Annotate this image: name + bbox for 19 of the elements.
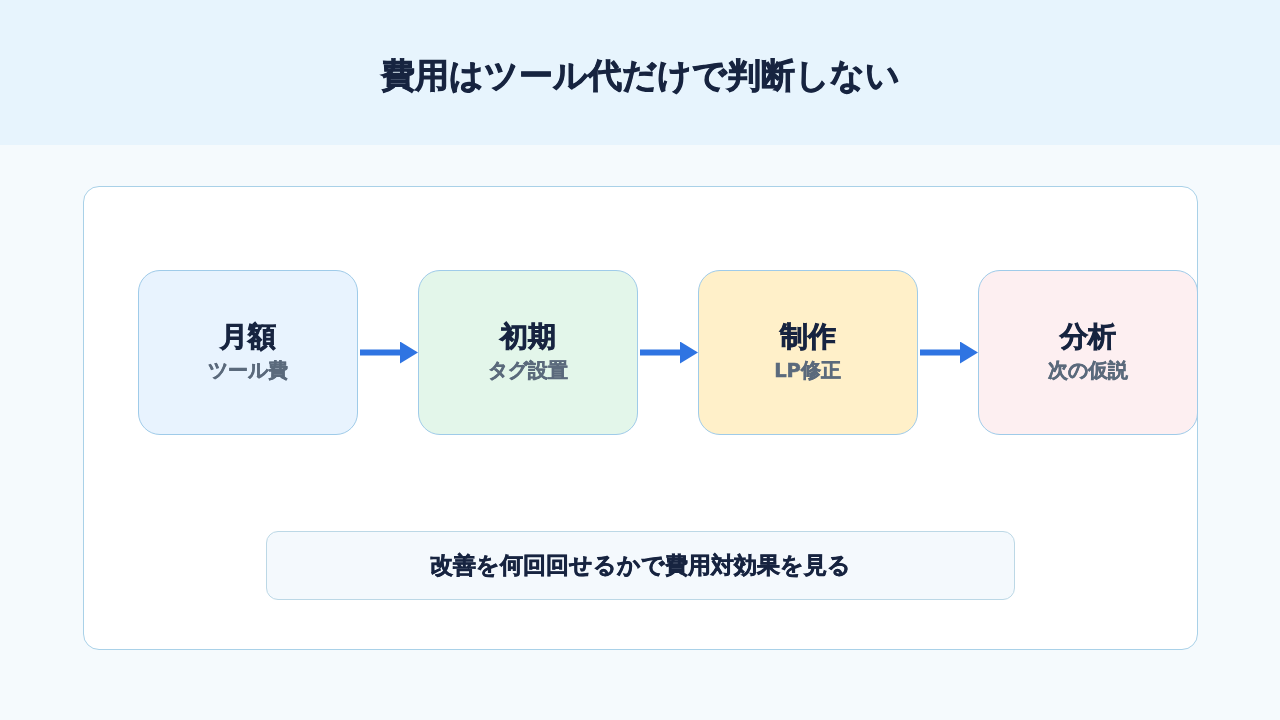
title: 費用はツール代だけで判断しない (380, 54, 900, 96)
step-heading: 月額 (219, 320, 276, 353)
step-caption: タグ設置 (487, 357, 568, 384)
arrow (640, 341, 698, 364)
step-caption: LP修正 (774, 357, 841, 384)
step-box (697, 269, 918, 435)
step-box (977, 269, 1198, 435)
step-heading: 初期 (499, 320, 556, 353)
panel (83, 186, 1198, 650)
step-caption: 次の仮説 (1047, 357, 1128, 384)
note-box (265, 530, 1015, 600)
step-box (417, 269, 638, 435)
step-heading: 分析 (1059, 320, 1116, 353)
arrow (360, 341, 418, 364)
note-text: 改善を何回回せるかで費用対効果を見る (429, 551, 851, 580)
step-heading: 制作 (779, 320, 836, 353)
arrow (920, 341, 978, 364)
step-caption: ツール費 (207, 357, 288, 384)
step-box (137, 269, 358, 435)
